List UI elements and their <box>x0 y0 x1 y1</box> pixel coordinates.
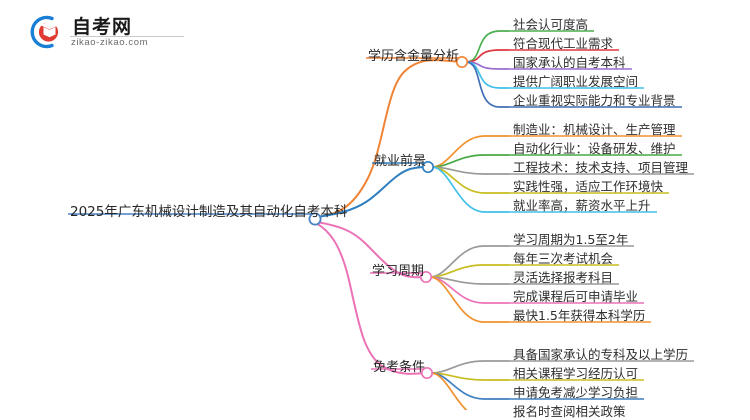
branch-node-dot[interactable] <box>419 270 433 284</box>
branch-node-label-2[interactable]: 就业前景 <box>374 154 427 169</box>
leaf-node-label[interactable]: 具备国家承认的专科及以上学历 <box>513 347 689 362</box>
logo-url: zikao-zikao.com <box>71 37 149 48</box>
leaf-node-label[interactable]: 学习周期为1.5至2年 <box>513 232 629 247</box>
branch-node-label-3[interactable]: 学习周期 <box>372 264 425 279</box>
leaf-node-label[interactable]: 企业重视实际能力和专业背景 <box>513 93 676 108</box>
leaf-connector <box>431 166 509 194</box>
leaf-connector <box>429 245 509 278</box>
branch-node-label-1[interactable]: 学历含金量分析 <box>368 49 460 64</box>
leaf-node-label[interactable]: 制造业：机械设计、生产管理 <box>513 122 676 137</box>
leaf-connector-layer <box>429 30 694 410</box>
leaf-connector <box>429 276 509 323</box>
leaf-connector <box>465 30 509 63</box>
leaf-node-label[interactable]: 国家承认的自考本科 <box>513 55 626 70</box>
branch-node-dot[interactable] <box>421 160 435 174</box>
leaf-node-label[interactable]: 社会认可度高 <box>513 17 589 32</box>
leaf-node-label[interactable]: 相关课程学习经历认可 <box>513 366 639 381</box>
leaf-node-label[interactable]: 自动化行业：设备研发、维护 <box>513 141 676 156</box>
leaf-node-label[interactable]: 实践性强，适应工作环境快 <box>513 179 664 194</box>
trunk-branch-3 <box>316 221 425 279</box>
trunk-branch-2 <box>316 166 427 218</box>
leaf-connector <box>465 61 509 108</box>
trunk-branch-1 <box>314 59 461 218</box>
leaf-node-label[interactable]: 符合现代工业需求 <box>513 36 614 51</box>
leaf-node-label[interactable]: 报名时查阅相关政策 <box>513 404 626 419</box>
leaf-connector <box>431 135 509 168</box>
leaf-connector <box>429 264 509 278</box>
leaf-node-label[interactable]: 提供广阔职业发展空间 <box>513 74 639 89</box>
leaf-connector <box>429 276 509 304</box>
logo-name-cn: 自考网 <box>72 16 133 38</box>
leaf-node-label[interactable]: 灵活选择报考科目 <box>513 270 614 285</box>
leaf-connector <box>431 154 509 168</box>
branch-node-dot[interactable] <box>420 366 434 380</box>
graduation-cap-icon <box>26 13 66 51</box>
leaf-connector <box>431 166 509 213</box>
logo-divider <box>70 36 184 37</box>
root-node-dot[interactable] <box>308 212 322 226</box>
leaf-connector <box>430 360 509 374</box>
leaf-node-label[interactable]: 申请免考减少学习负担 <box>513 385 639 400</box>
mindmap-canvas <box>68 30 694 410</box>
root-node-label[interactable]: 2025年广东机械设计制造及其自动化自考本科 <box>70 204 348 220</box>
leaf-node-label[interactable]: 每年三次考试机会 <box>513 251 614 266</box>
leaf-node-label[interactable]: 最快1.5年获得本科学历 <box>513 308 646 323</box>
leaf-connector <box>430 372 468 410</box>
leaf-node-label[interactable]: 完成课程后可申请毕业 <box>513 289 639 304</box>
leaf-connector <box>430 372 509 400</box>
logo-wordmark: 自考网 zikao-zikao.com <box>70 11 186 51</box>
branch-node-label-4[interactable]: 免考条件 <box>373 360 426 375</box>
leaf-node-label[interactable]: 工程技术：技术支持、项目管理 <box>513 160 689 175</box>
trunk-branch-4 <box>315 222 426 375</box>
site-logo: 自考网 zikao-zikao.com <box>26 11 186 53</box>
leaf-node-label[interactable]: 就业率高，薪资水平上升 <box>513 198 651 213</box>
branch-node-dot[interactable] <box>455 55 469 69</box>
